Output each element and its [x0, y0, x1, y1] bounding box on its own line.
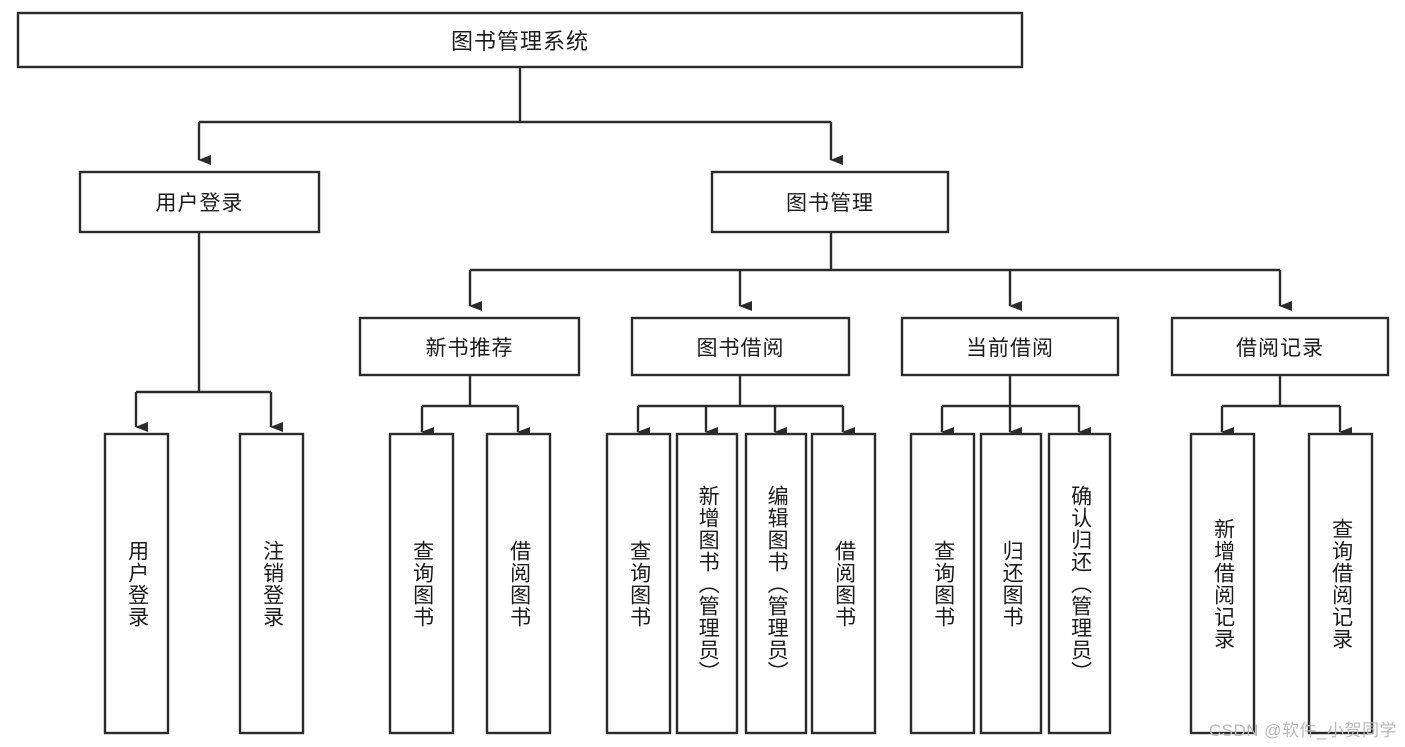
- connector-group-new-book: [420, 375, 530, 437]
- leaf-box-borrow-1[interactable]: [605, 432, 672, 735]
- node-root-box[interactable]: [16, 11, 1024, 69]
- node-borrow-box[interactable]: [630, 316, 851, 377]
- leaf-box-user-login-1[interactable]: [103, 432, 170, 735]
- connector-group-book-mgmt: [468, 232, 1292, 311]
- leaf-box-borrow-2[interactable]: [675, 432, 739, 735]
- leaf-box-current-3[interactable]: [1047, 432, 1112, 735]
- leaf-box-records-2[interactable]: [1307, 432, 1374, 735]
- connector-group-current: [940, 375, 1091, 437]
- leaf-box-current-2[interactable]: [979, 432, 1043, 735]
- leaf-box-records-1[interactable]: [1189, 432, 1256, 735]
- connector-group-borrow: [636, 375, 855, 437]
- node-new-book-box[interactable]: [358, 316, 581, 377]
- leaf-box-new-book-1[interactable]: [388, 432, 455, 735]
- connector-group-records: [1220, 375, 1352, 437]
- node-user-login-box[interactable]: [78, 170, 321, 234]
- connector-group-user-login: [134, 232, 283, 432]
- leaf-box-user-login-2[interactable]: [238, 432, 305, 735]
- leaf-box-borrow-3[interactable]: [744, 432, 808, 735]
- node-current-box[interactable]: [900, 316, 1120, 377]
- connector-group-root: [197, 67, 843, 165]
- node-records-box[interactable]: [1170, 316, 1390, 377]
- node-book-mgmt-box[interactable]: [710, 170, 950, 234]
- leaf-box-borrow-4[interactable]: [810, 432, 877, 735]
- leaf-box-new-book-2[interactable]: [485, 432, 552, 735]
- leaf-box-current-1[interactable]: [909, 432, 976, 735]
